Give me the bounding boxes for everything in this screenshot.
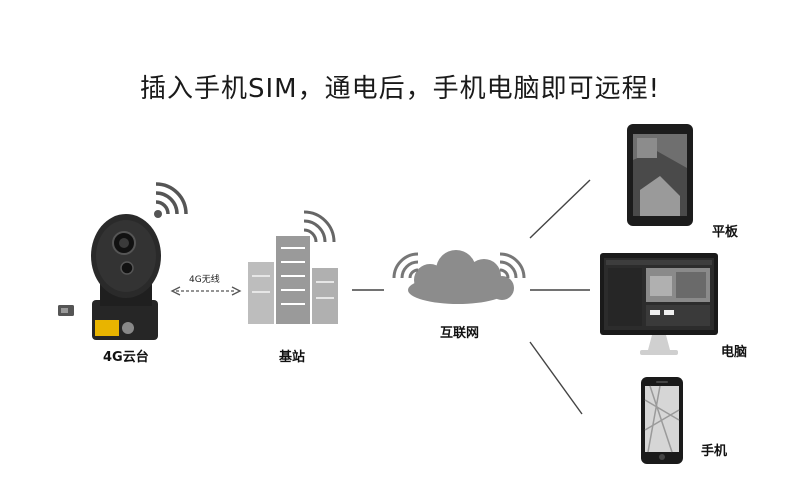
- cloud-signal-right-icon: [499, 252, 526, 279]
- wifi-signal-icon: [154, 182, 188, 218]
- cloud-signal-left-icon: [392, 252, 419, 279]
- computer-label: 电脑: [721, 345, 748, 360]
- tablet-label: 平板: [712, 225, 739, 240]
- cloud-icon: [408, 250, 514, 304]
- phone-icon: [641, 377, 683, 464]
- base-station-icon: [248, 236, 338, 324]
- internet-tablet-line: [529, 179, 591, 239]
- ptz-camera-icon: [91, 214, 161, 340]
- page-title: 插入手机SIM，通电后，手机电脑即可远程!: [139, 74, 661, 104]
- wireless-link-label: 4G无线: [189, 275, 220, 285]
- tablet-icon: [627, 124, 693, 226]
- camera-label: 4G云台: [103, 350, 149, 365]
- station-signal-icon: [303, 210, 336, 243]
- phone-label: 手机: [701, 444, 728, 459]
- base-station-label: 基站: [279, 350, 306, 365]
- internet-phone-line: [529, 341, 583, 415]
- wireless-link-arrow: [170, 286, 242, 296]
- internet-label: 互联网: [440, 326, 480, 341]
- computer-icon: [600, 253, 718, 355]
